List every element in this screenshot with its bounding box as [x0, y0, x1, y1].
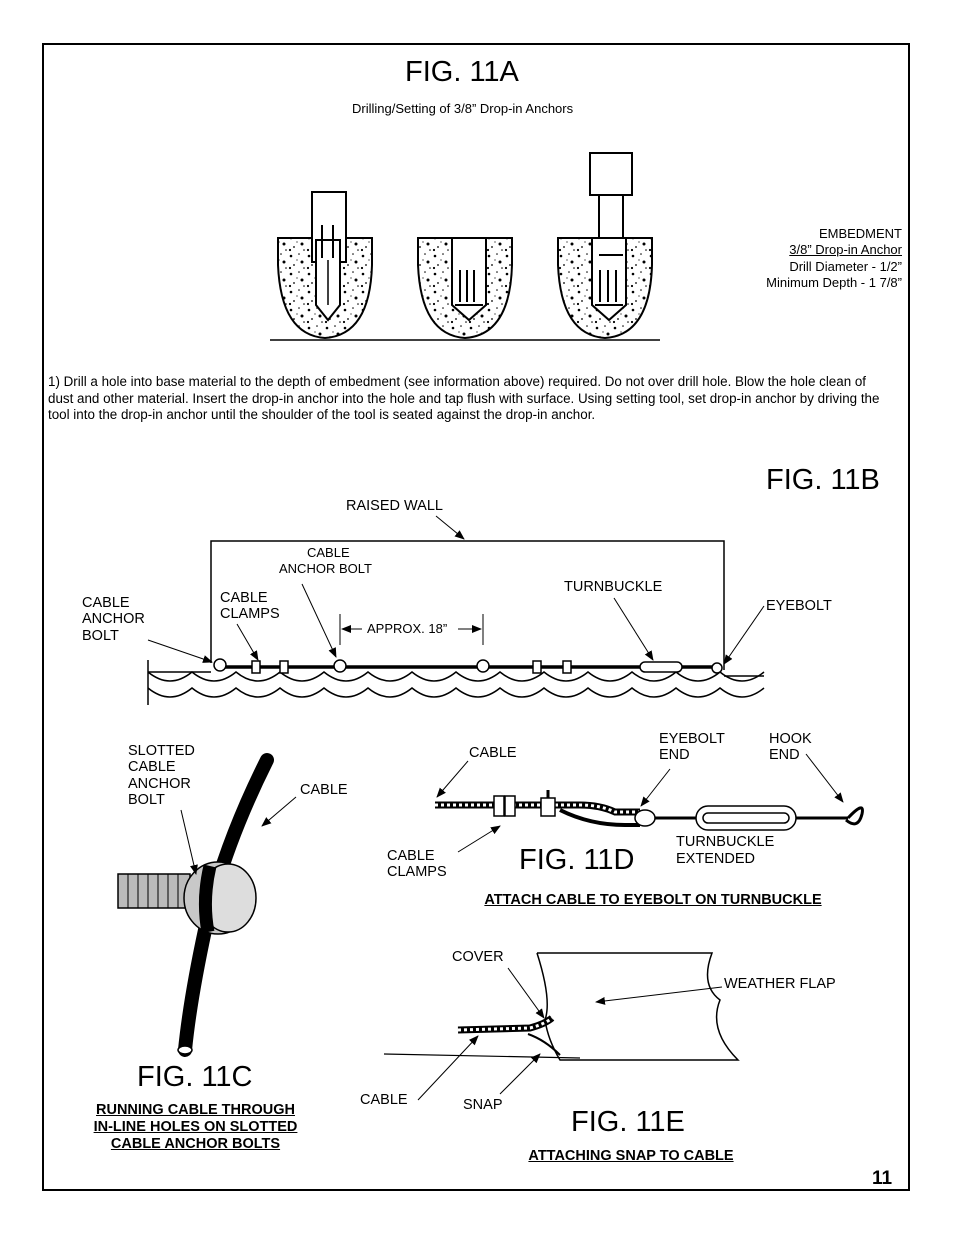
hook-end-label-2: END	[769, 747, 800, 763]
instructions-paragraph: 1) Drill a hole into base material to th…	[48, 374, 880, 422]
embedment-anchor: 3/8” Drop-in Anchor	[789, 242, 902, 257]
snap-label: SNAP	[463, 1097, 503, 1113]
approx-label: APPROX. 18”	[367, 621, 448, 636]
fig11c-caption-1: RUNNING CABLE THROUGH	[96, 1102, 295, 1118]
anchor-bolt-left-label-1: CABLE	[82, 595, 130, 611]
page-frame	[42, 43, 910, 1191]
eyebolt-end-label-1: EYEBOLT	[659, 731, 725, 747]
fig11b-title: FIG. 11B	[766, 464, 880, 496]
embedment-depth: Minimum Depth - 1 7/8”	[766, 275, 902, 290]
slotted-bolt-diagram	[117, 753, 297, 1057]
raised-wall-label: RAISED WALL	[346, 498, 443, 514]
fig11d-clamps-label-1: CABLE	[387, 848, 435, 864]
turnbuckle-extended-label-1: TURNBUCKLE	[676, 834, 775, 850]
weather-flap-label: WEATHER FLAP	[724, 976, 836, 992]
raised-wall-diagram	[147, 515, 765, 705]
embedment-drill: Drill Diameter - 1/2”	[789, 259, 902, 274]
fig11e-title: FIG. 11E	[571, 1106, 685, 1138]
fig11e-cable-label: CABLE	[360, 1092, 408, 1108]
slotted-label-2: CABLE	[128, 759, 176, 775]
fig11d-cable-label: CABLE	[469, 745, 517, 761]
fig11d-title: FIG. 11D	[519, 844, 635, 876]
slotted-label-3: ANCHOR	[128, 776, 191, 792]
fig11c-cable-label: CABLE	[300, 782, 348, 798]
cable-clamps-label-2: CLAMPS	[220, 606, 280, 622]
fig11c-caption-3: CABLE ANCHOR BOLTS	[110, 1136, 281, 1152]
turnbuckle-diagram	[435, 753, 864, 853]
anchor-drilling-diagram	[270, 152, 660, 341]
eyebolt-end-label-2: END	[659, 747, 690, 763]
slotted-label-1: SLOTTED	[128, 743, 195, 759]
fig11d-clamps-label-2: CLAMPS	[387, 864, 447, 880]
fig11c-title: FIG. 11C	[137, 1061, 253, 1093]
turnbuckle-label: TURNBUCKLE	[564, 579, 663, 595]
turnbuckle-extended-label-2: EXTENDED	[676, 851, 755, 867]
eyebolt-label: EYEBOLT	[766, 598, 832, 614]
cable-clamps-label-1: CABLE	[220, 590, 268, 606]
embedment-heading: EMBEDMENT	[818, 226, 902, 241]
anchor-bolt-top-label-2: ANCHOR BOLT	[279, 561, 372, 576]
anchor-bolt-top-label-1: CABLE	[307, 545, 350, 560]
fig11c-caption-2: IN-LINE HOLES ON SLOTTED	[93, 1119, 298, 1135]
cover-label: COVER	[452, 949, 504, 965]
fig11e-caption: ATTACHING SNAP TO CABLE	[528, 1148, 734, 1164]
page-number: 11	[872, 1168, 893, 1189]
fig11a-subtitle: Drilling/Setting of 3/8” Drop-in Anchors	[352, 101, 574, 116]
fig11d-caption: ATTACH CABLE TO EYEBOLT ON TURNBUCKLE	[484, 892, 822, 908]
anchor-bolt-left-label-2: ANCHOR	[82, 611, 145, 627]
slotted-label-4: BOLT	[128, 792, 165, 808]
hook-end-label-1: HOOK	[769, 731, 812, 747]
weather-flap-diagram	[383, 952, 740, 1101]
fig11a-title: FIG. 11A	[405, 56, 519, 88]
anchor-bolt-left-label-3: BOLT	[82, 628, 119, 644]
